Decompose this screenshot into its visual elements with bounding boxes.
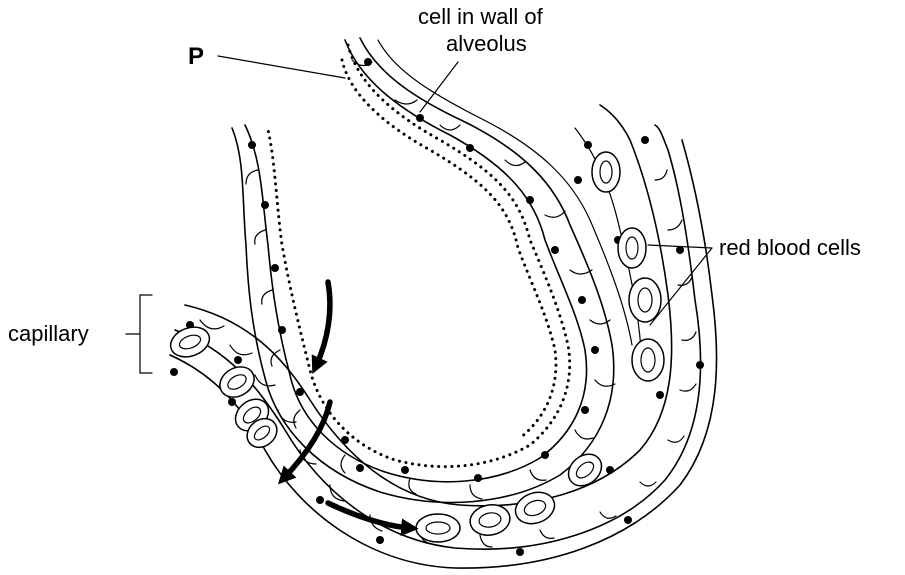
red-blood-cells-group [166,152,664,542]
red-blood-cell [618,228,646,268]
alveolus-lining-dots [268,45,570,467]
capillary-cell-boundaries [200,170,696,547]
label-red-blood-cells: red blood cells [719,235,861,260]
label-capillary: capillary [8,321,89,346]
red-blood-cell [629,278,661,322]
flow-arrow-1 [316,282,330,366]
label-cell-in-wall-line2: alveolus [446,31,527,56]
red-blood-cell [562,448,608,493]
p-pointer-line [218,56,345,78]
alveolus-wall-inner [245,40,587,482]
alveolus-lining-dots-2 [342,60,556,438]
capillary-bracket [126,295,152,373]
red-blood-cell [214,361,259,403]
wall-cell-boundaries [246,60,615,499]
red-blood-cell [468,502,513,538]
red-blood-cell [632,339,664,381]
flow-arrow-3 [328,503,410,528]
alveolus-wall-line3 [378,40,632,345]
label-p: P [188,43,204,70]
rbc-pointer-line-2 [650,248,712,325]
label-cell-in-wall-line1: cell in wall of [418,4,544,29]
red-blood-cell [592,152,620,192]
red-blood-cell [416,514,460,542]
capillary-wall-nuclei [170,136,704,556]
alveolus-wall-nuclei [248,58,599,482]
